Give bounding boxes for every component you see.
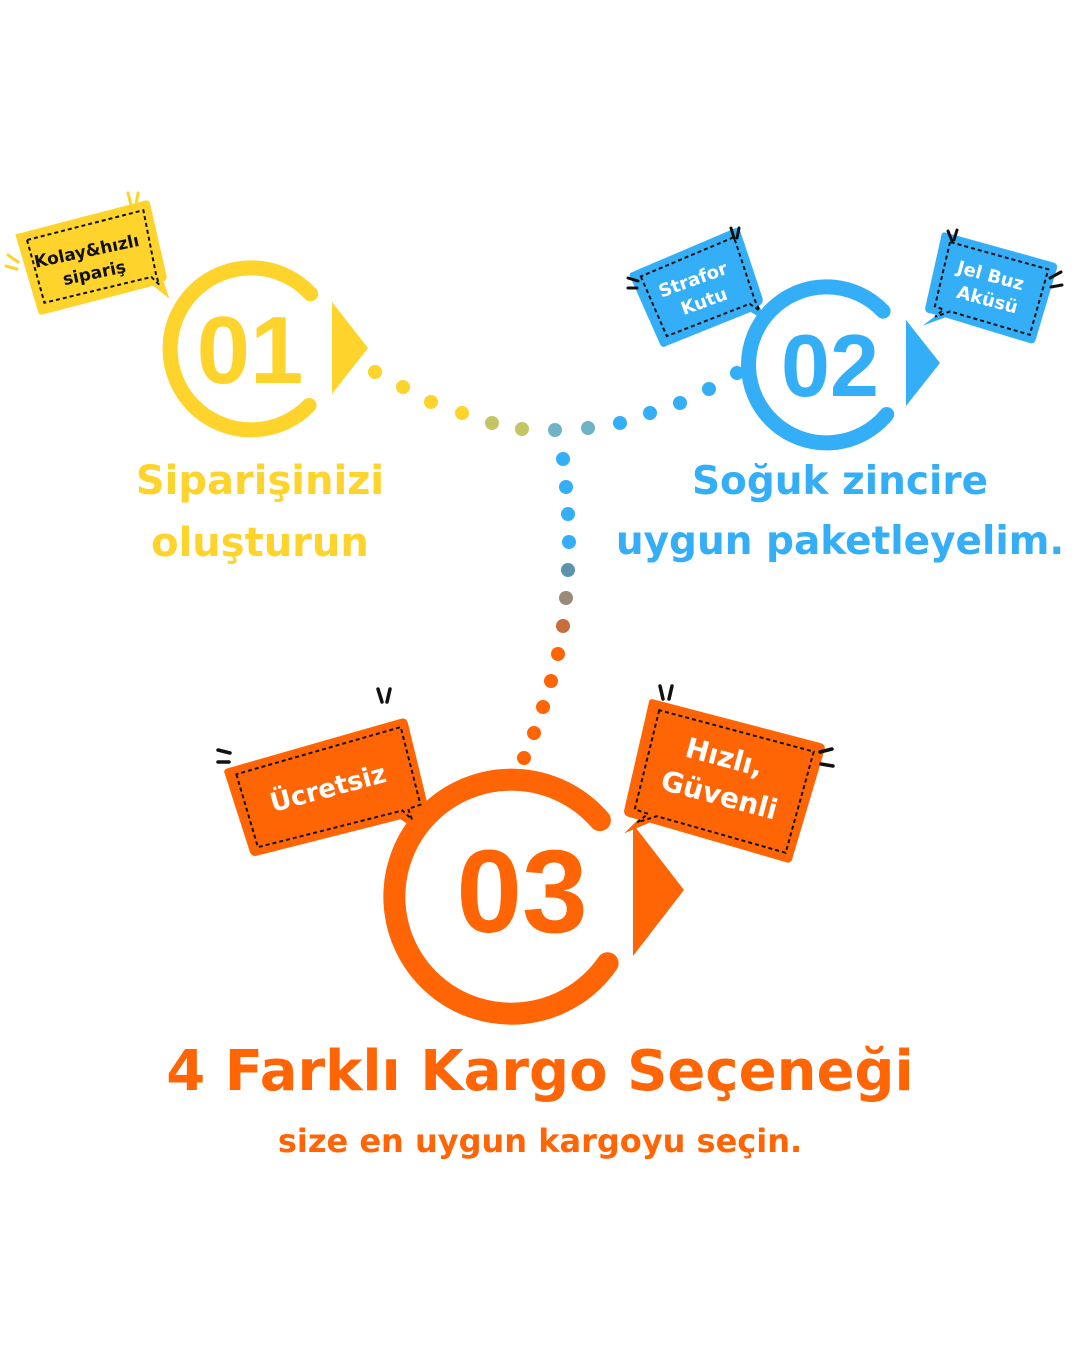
connector-dot: [730, 366, 744, 380]
step-02-number: 02: [781, 316, 879, 415]
connector-dot: [551, 647, 565, 661]
connector-dot: [581, 421, 595, 435]
step-01-ring: [162, 260, 319, 438]
step-02-caption-line1: Soğuk zincire: [691, 459, 989, 504]
spark-marks-1: [4, 191, 140, 271]
connector-dot: [485, 416, 499, 430]
step-02-ring: [741, 279, 895, 451]
step-03-ring: [383, 768, 619, 1025]
connector-dot: [515, 422, 529, 436]
connector-dots: [368, 365, 744, 765]
step-01-badge: 01: [162, 260, 368, 438]
tag-hizli-guvenli: Hızlı, Güvenli: [624, 699, 825, 863]
connector-dot: [455, 406, 469, 420]
step-01-caption-line1: Siparişinizi: [135, 458, 385, 504]
connector-dot: [613, 416, 627, 430]
connector-dot: [544, 674, 558, 688]
step-01-number: 01: [197, 297, 304, 404]
step-03-arrow: [633, 824, 684, 956]
step-02-arrow: [906, 320, 940, 406]
spark-marks-3: [946, 228, 1064, 289]
connector-dot: [702, 382, 716, 396]
connector-dot: [556, 452, 570, 466]
connector-dot: [561, 563, 575, 577]
step-02-caption: Soğuk zincire uygun paketleyelim.: [600, 452, 1080, 572]
step-02-caption-line2: uygun paketleyelim.: [615, 519, 1065, 564]
step-01-caption-line2: oluşturun: [151, 520, 369, 566]
connector-dot: [517, 751, 531, 765]
connector-dot: [396, 380, 410, 394]
connector-dot: [559, 591, 573, 605]
connector-dot: [673, 396, 687, 410]
connector-dot: [643, 406, 657, 420]
connector-dot: [536, 700, 550, 714]
connector-dot: [527, 726, 541, 740]
connector-dot: [368, 365, 382, 379]
connector-dot: [559, 480, 573, 494]
step-03-number: 03: [456, 826, 587, 958]
connector-dot: [424, 395, 438, 409]
tag-ucretsiz: Ücretsiz: [224, 718, 429, 856]
connector-dot: [562, 535, 576, 549]
spark-marks-2: [626, 226, 741, 290]
step-01-caption: Siparişinizi oluşturun: [90, 450, 430, 574]
connector-dot: [556, 619, 570, 633]
step-03-title: 4 Farklı Kargo Seçeneği: [166, 1039, 914, 1104]
step-02-badge: 02: [741, 279, 940, 451]
tag-jel-buz-akusu: Jel Buz Aküsü: [922, 232, 1058, 344]
spark-marks-5: [658, 684, 835, 768]
connector-dot: [561, 507, 575, 521]
tag-strafor-kutu: Strafor Kutu: [629, 228, 767, 347]
step-03-badge: 03: [383, 768, 684, 1025]
step-01-arrow: [332, 302, 368, 394]
step-03-subtitle: size en uygun kargoyu seçin.: [277, 1122, 803, 1160]
connector-dot: [548, 423, 562, 437]
tag-kolay-hizli-siparis: Kolay&hızlı sipariş: [15, 200, 170, 315]
spark-marks-4: [216, 687, 392, 764]
